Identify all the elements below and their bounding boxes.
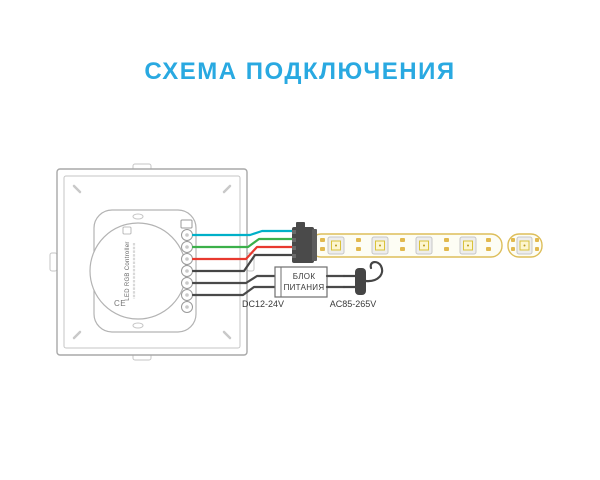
panel-corner-slot	[222, 330, 232, 340]
touch-dial	[89, 222, 187, 320]
terminal-screw-dot	[185, 269, 189, 273]
led-chip	[371, 236, 389, 255]
ce-mark: CE	[114, 299, 126, 308]
connector-clamp	[312, 229, 317, 261]
panel-corner-slot	[222, 184, 232, 194]
ac-voltage-label: AC85-265V	[330, 299, 377, 309]
wire-green	[191, 237, 294, 249]
controller-label: LED RGB Controller	[125, 241, 131, 300]
wire-black	[191, 253, 294, 273]
plug-body	[355, 268, 366, 295]
connector-slot	[292, 246, 296, 250]
terminal-screw-dot	[185, 233, 189, 237]
led-strip	[309, 233, 543, 258]
led-chip	[415, 236, 433, 255]
terminal-screw-dot	[185, 245, 189, 249]
connector-slot	[292, 238, 296, 242]
wall-panel: LED RGB Controller CE	[49, 163, 255, 361]
strip-connector	[292, 222, 317, 263]
panel-corner-slot	[72, 184, 82, 194]
led-chip	[327, 236, 345, 255]
terminal-key	[180, 219, 193, 229]
terminal-block	[180, 219, 193, 313]
wire-red	[191, 245, 294, 261]
panel-corner-slot	[72, 330, 82, 340]
plug-cord	[364, 261, 384, 283]
solder-pad	[320, 238, 539, 251]
power-supply-label-line1: БЛОК	[293, 272, 316, 281]
wire-blue	[191, 229, 294, 237]
output-wires	[191, 229, 294, 273]
diagram-title: СХЕМА ПОДКЛЮЧЕНИЯ	[144, 58, 455, 85]
led-chip	[516, 236, 533, 255]
ac-plug	[325, 261, 384, 295]
power-supply: БЛОК ПИТАНИЯ	[274, 266, 328, 298]
module-notch	[132, 322, 144, 329]
terminal-screw-dot	[185, 281, 189, 285]
power-supply-label-line2: ПИТАНИЯ	[284, 283, 325, 292]
dc-input-wires	[191, 274, 277, 297]
controller-print-icon	[122, 226, 132, 235]
dc-wire-1	[191, 274, 277, 285]
power-supply-box	[274, 266, 328, 298]
terminal-screw-dot	[185, 305, 189, 309]
dc-voltage-label: DC12-24V	[242, 299, 284, 309]
led-chip	[459, 236, 477, 255]
terminal-screw-dot	[185, 293, 189, 297]
dc-wire-2	[191, 285, 277, 297]
connector-slot	[292, 230, 296, 234]
connector-body	[292, 227, 314, 263]
connector-slot	[292, 254, 296, 258]
module-notch	[132, 213, 144, 220]
panel-mount-tab	[49, 252, 58, 272]
terminal-screw-dot	[185, 257, 189, 261]
